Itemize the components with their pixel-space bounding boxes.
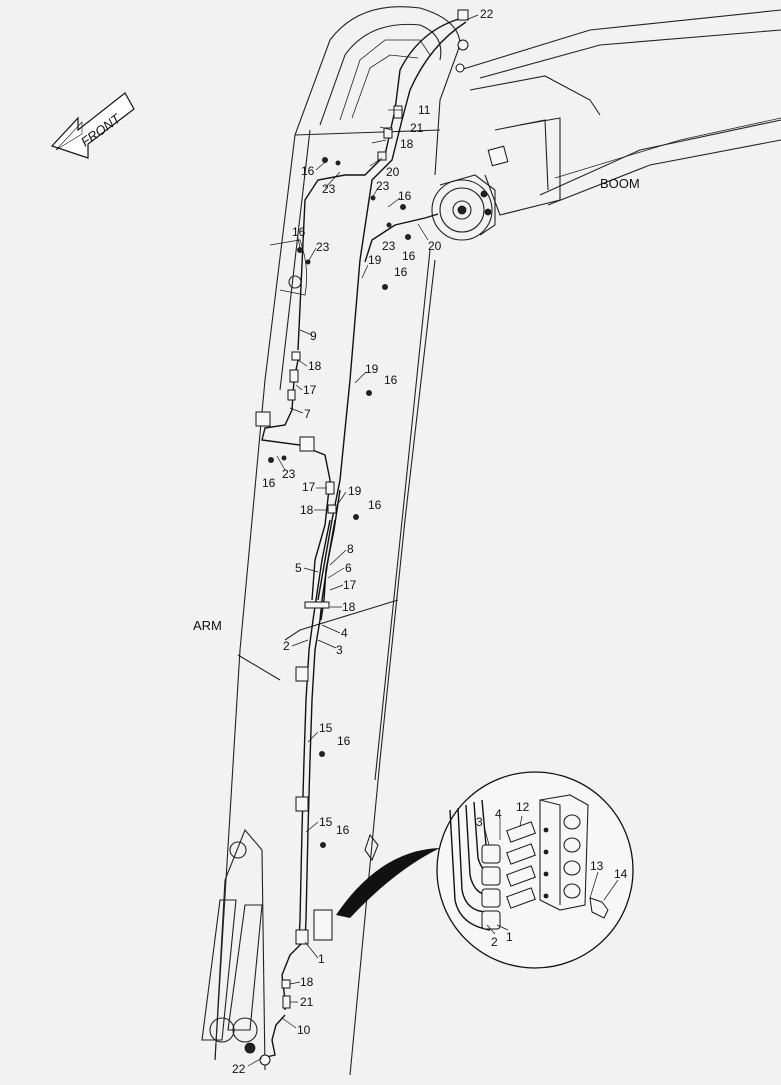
part-number: 21: [300, 995, 314, 1009]
part-number-labels: 22 11 21 18 20 16 23 23 16 16 23 20 23 1…: [232, 7, 628, 1076]
detail-part-number: 14: [614, 867, 628, 881]
part-number: 5: [295, 561, 302, 575]
part-number: 16: [337, 734, 351, 748]
part-number: 17: [302, 480, 316, 494]
part-number: 4: [341, 626, 348, 640]
part-number: 7: [304, 407, 311, 421]
detail-callout-pointer: [336, 848, 440, 918]
detail-part-number: 13: [590, 859, 604, 873]
part-number: 23: [376, 179, 390, 193]
bolt-markers: [268, 157, 411, 848]
detail-view: [436, 771, 634, 969]
part-number: 18: [300, 975, 314, 989]
part-number: 20: [428, 239, 442, 253]
detail-part-number: 3: [476, 815, 483, 829]
part-number: 16: [262, 476, 276, 490]
detail-part-number: 12: [516, 800, 530, 814]
part-number: 16: [292, 225, 306, 239]
part-number: 18: [308, 359, 322, 373]
part-number: 18: [300, 503, 314, 517]
part-number: 15: [319, 815, 333, 829]
part-number: 3: [336, 643, 343, 657]
arm-label: ARM: [193, 618, 222, 633]
part-number: 16: [402, 249, 416, 263]
detail-part-number: 2: [491, 935, 498, 949]
detail-part-number: 1: [506, 930, 513, 944]
part-number: 16: [394, 265, 408, 279]
part-number: 8: [347, 542, 354, 556]
fittings: [255, 9, 469, 1066]
part-number: 17: [303, 383, 317, 397]
arm-structure: [201, 6, 461, 1076]
part-number: 23: [282, 467, 296, 481]
detail-part-number: 4: [495, 807, 502, 821]
boom-label: BOOM: [600, 176, 640, 191]
part-number: 6: [345, 561, 352, 575]
part-number: 18: [342, 600, 356, 614]
part-number: 16: [398, 189, 412, 203]
part-number: 23: [382, 239, 396, 253]
front-arrow-icon: FRONT: [50, 92, 135, 159]
part-number: 22: [480, 7, 494, 21]
part-number: 9: [310, 329, 317, 343]
part-number: 23: [322, 182, 336, 196]
part-number: 23: [316, 240, 330, 254]
part-number: 11: [418, 103, 431, 117]
part-number: 19: [348, 484, 362, 498]
part-number: 16: [384, 373, 398, 387]
part-number: 19: [365, 362, 379, 376]
part-number: 22: [232, 1062, 246, 1076]
part-number: 15: [319, 721, 333, 735]
part-number: 2: [283, 639, 290, 653]
boom-structure: [431, 9, 781, 241]
part-number: 20: [386, 165, 400, 179]
part-number: 18: [400, 137, 414, 151]
part-number: 21: [410, 121, 424, 135]
part-number: 17: [343, 578, 357, 592]
part-number: 19: [368, 253, 382, 267]
leader-lines: [247, 14, 479, 1067]
part-number: 16: [368, 498, 382, 512]
part-number: 10: [297, 1023, 311, 1037]
part-number: 1: [318, 952, 325, 966]
part-number: 16: [336, 823, 350, 837]
part-number: 16: [301, 164, 315, 178]
